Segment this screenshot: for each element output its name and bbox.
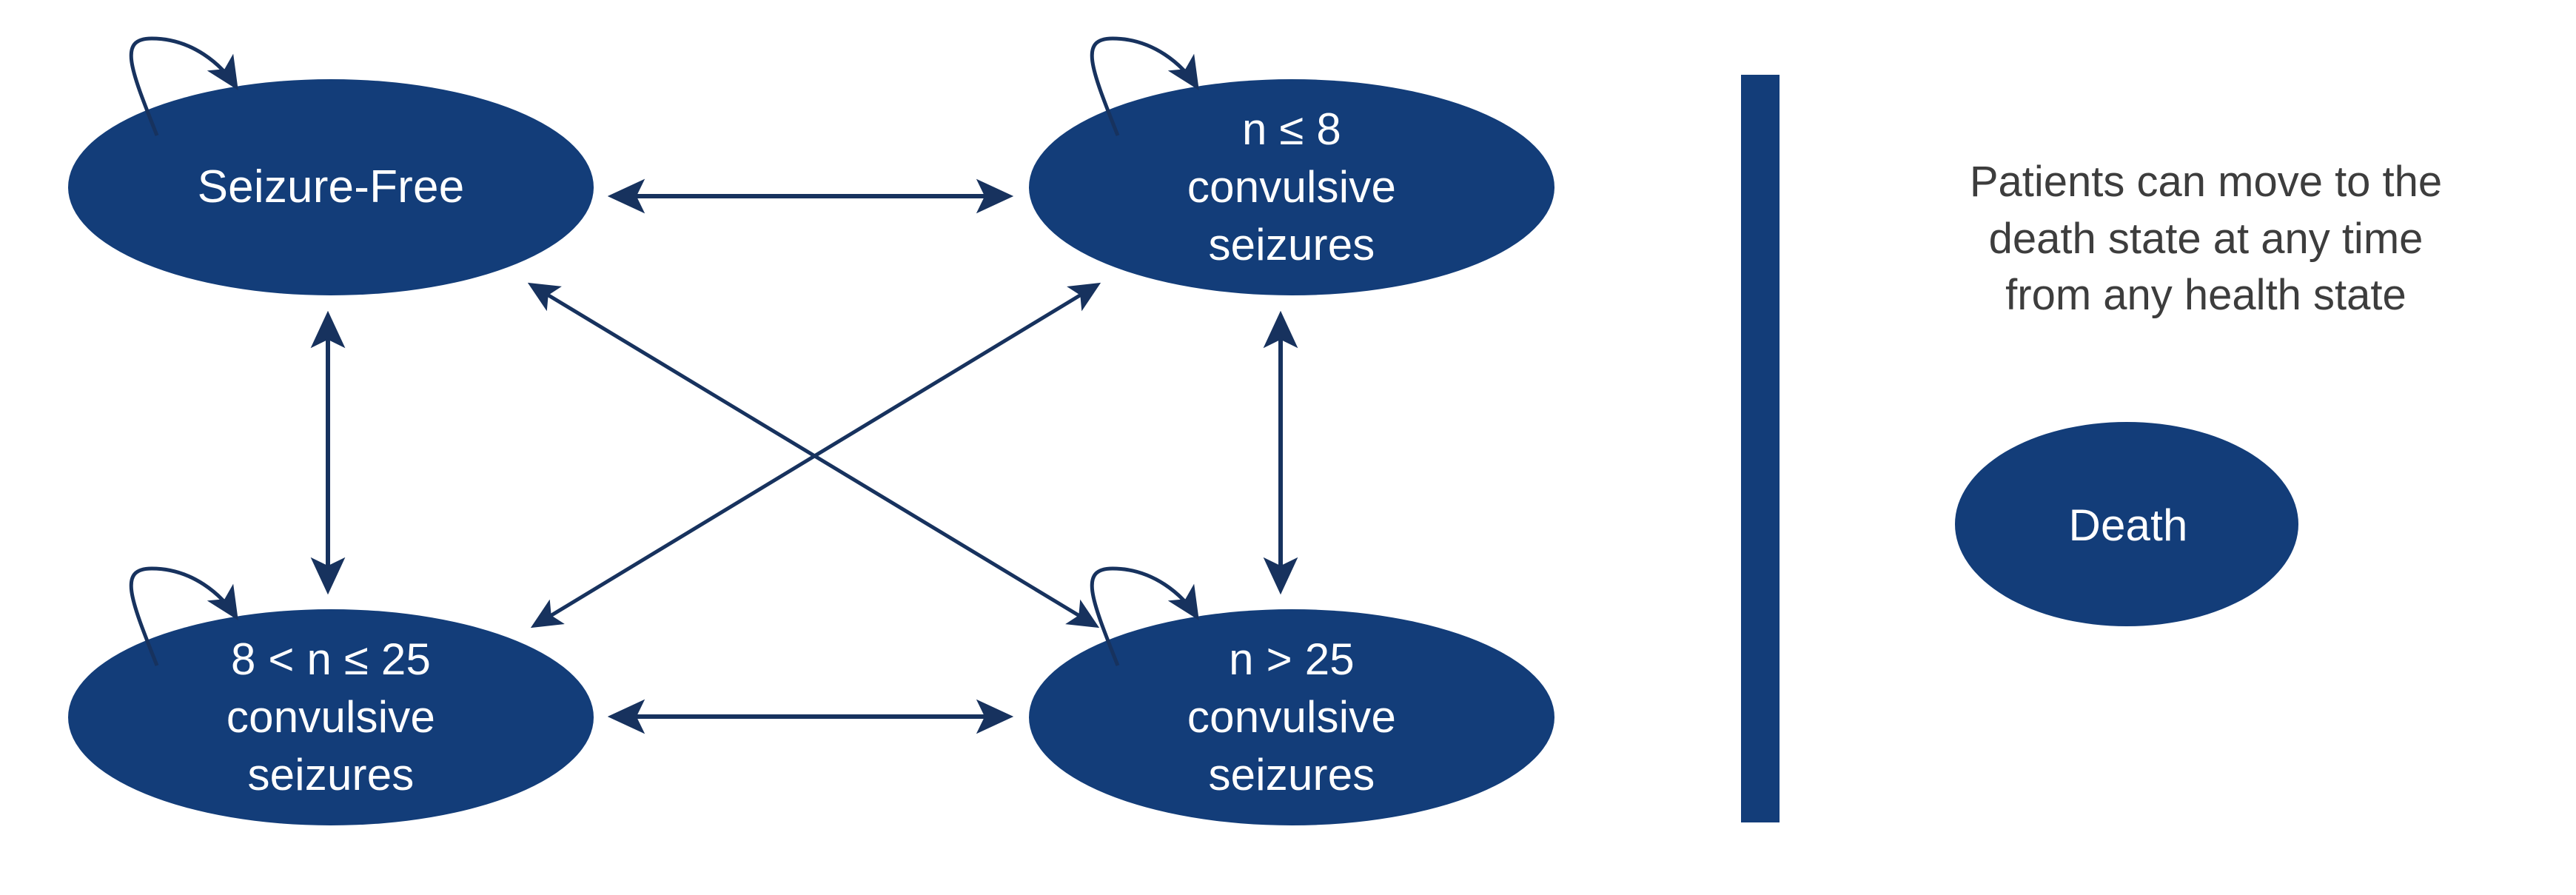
self-loop-8-lt-n-le-25 <box>129 566 238 666</box>
state-node-n-gt-25[interactable] <box>1029 609 1554 825</box>
state-node-n-le-8[interactable] <box>1029 79 1554 295</box>
state-node-death[interactable] <box>1955 422 2298 626</box>
self-loop-n-le-8 <box>1090 36 1199 136</box>
self-loop-seizure-free <box>129 36 238 136</box>
state-node-8-lt-n-le-25[interactable] <box>68 609 594 825</box>
edge-n-le-8-to-8-lt-n-le-25 <box>530 282 1101 628</box>
section-divider-bar <box>1741 75 1780 822</box>
state-node-seizure-free[interactable] <box>68 79 594 295</box>
